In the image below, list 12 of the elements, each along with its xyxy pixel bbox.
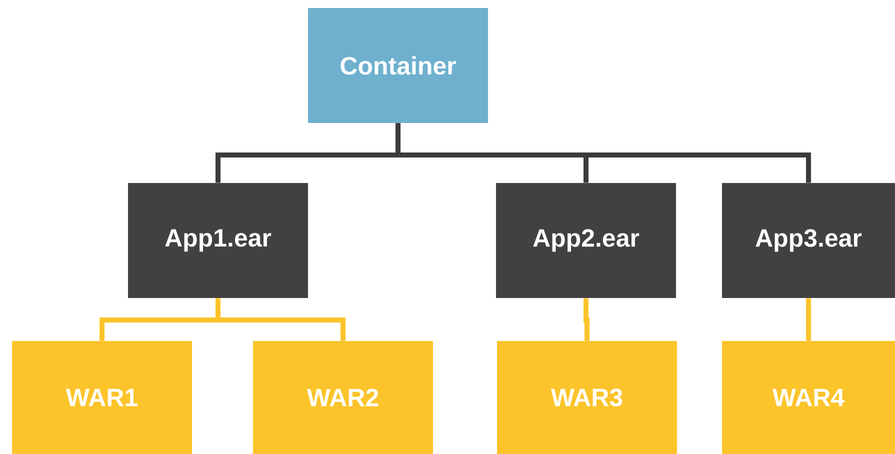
- app-box: App1.ear: [128, 183, 308, 298]
- connector-line: [216, 298, 346, 341]
- connector-line: [584, 298, 590, 341]
- connector-line: [806, 298, 811, 341]
- app-box: App3.ear: [722, 183, 895, 298]
- war-box: WAR3: [497, 341, 677, 454]
- war-box: WAR4: [722, 341, 895, 454]
- container-box: Container: [308, 8, 488, 123]
- war-box: WAR2: [253, 341, 433, 454]
- war-box: WAR1: [12, 341, 192, 454]
- app-box: App2.ear: [496, 183, 676, 298]
- connector-line: [396, 123, 811, 183]
